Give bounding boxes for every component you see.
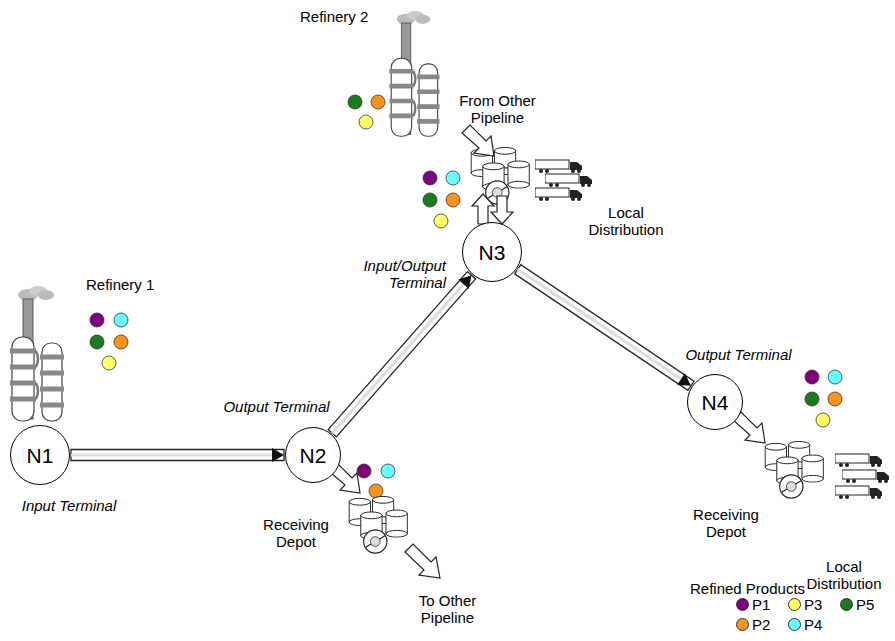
- truck-icon: [535, 160, 582, 173]
- terminal-heading: Output Terminal: [214, 398, 339, 415]
- truck-icon: [545, 174, 592, 187]
- truck-icon: [842, 470, 889, 483]
- terminal-heading: Input/Output Terminal: [346, 257, 446, 292]
- caption-label: Local Distribution: [798, 558, 890, 593]
- pipeline-connector: [515, 265, 694, 391]
- caption-label: Refinery 2: [300, 8, 390, 25]
- product-dots: [805, 370, 842, 427]
- arrow-head: [272, 448, 284, 462]
- terminal-node: N1Input Terminal: [10, 425, 70, 485]
- flow-arrow: [472, 194, 494, 224]
- node-id: N3: [479, 242, 506, 263]
- pipeline-shade: [332, 284, 463, 433]
- terminal-node: N2Output Terminal: [285, 427, 341, 483]
- terminal-node: N4Output Terminal: [687, 374, 743, 430]
- refinery-icon: [389, 11, 439, 136]
- product-dots: [348, 95, 385, 129]
- terminal-heading: Output Terminal: [676, 346, 801, 363]
- depot-icon: [349, 496, 407, 553]
- terminal-heading: Input Terminal: [9, 497, 129, 514]
- depot-icon: [765, 441, 823, 498]
- pipeline-connector: [328, 272, 476, 437]
- truck-icon: [835, 486, 882, 499]
- legend-swatch: [788, 618, 801, 631]
- flow-arrow: [491, 196, 513, 224]
- refinery-icon: [10, 286, 64, 421]
- caption-label: Local Distribution: [580, 204, 672, 239]
- caption-label: From Other Pipeline: [450, 92, 545, 127]
- legend-text: P2: [752, 617, 770, 632]
- pipeline-body: [515, 265, 694, 391]
- legend-swatch: [736, 598, 749, 611]
- legend-text: P3: [804, 597, 822, 612]
- pipeline-body: [71, 450, 284, 461]
- truck-icon: [835, 454, 882, 467]
- flow-arrow: [462, 125, 494, 156]
- product-dots: [357, 464, 395, 498]
- node-id: N4: [702, 392, 729, 413]
- caption-label: To Other Pipeline: [400, 592, 495, 627]
- caption-label: Receiving Depot: [250, 516, 342, 551]
- pipeline-shade: [518, 269, 681, 379]
- caption-label: Refined Products: [690, 580, 820, 597]
- legend-text: P5: [856, 597, 874, 612]
- legend-swatch: [840, 598, 853, 611]
- node-id: N1: [27, 445, 54, 466]
- arrow-head: [458, 275, 471, 289]
- truck-icon: [535, 188, 582, 201]
- legend-text: P4: [804, 617, 822, 632]
- legend-swatch: [788, 598, 801, 611]
- terminal-node: N3Input/Output Terminal: [462, 222, 522, 282]
- product-dots: [90, 313, 128, 370]
- product-dots: [423, 171, 460, 228]
- pipeline-body: [328, 272, 476, 437]
- legend-swatch: [736, 618, 749, 631]
- arrow-head: [677, 373, 691, 386]
- node-id: N2: [300, 445, 327, 466]
- pipeline-connector: [71, 448, 284, 462]
- legend-text: P1: [752, 597, 770, 612]
- caption-label: Receiving Depot: [680, 506, 772, 541]
- pipeline-shade: [71, 454, 272, 457]
- caption-label: Refinery 1: [86, 276, 176, 293]
- flow-arrow: [405, 544, 440, 578]
